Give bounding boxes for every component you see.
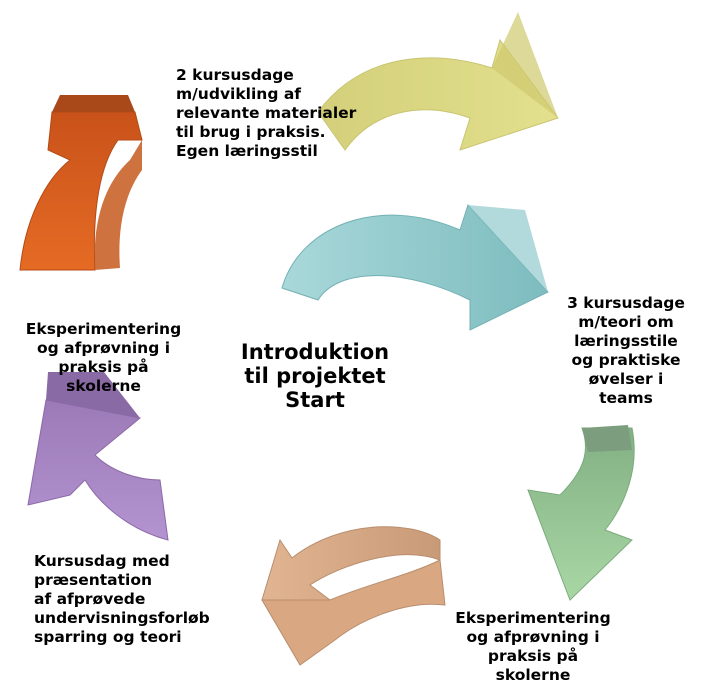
arrow-top-left xyxy=(19,95,143,271)
arrow-left xyxy=(27,372,169,541)
step-label-left: Eksperimentering og afprøvning i praksis… xyxy=(25,320,182,395)
arrow-top xyxy=(317,12,559,151)
arrow-bottom xyxy=(261,526,446,666)
step-label-bottom-right: Eksperimentering og afprøvning i praksis… xyxy=(455,609,611,684)
arrow-right xyxy=(527,425,635,601)
step-label-right: 3 kursusdage m/teori om læringsstile og … xyxy=(567,294,685,407)
arrow-center xyxy=(281,204,549,331)
step-label-top: 2 kursusdage m/udvikling af relevante ma… xyxy=(176,66,357,160)
step-label-bottom-left: Kursusdag med præsentation af afprøvede … xyxy=(34,552,210,646)
center-title: Introduktion til projektet Start xyxy=(240,340,390,412)
